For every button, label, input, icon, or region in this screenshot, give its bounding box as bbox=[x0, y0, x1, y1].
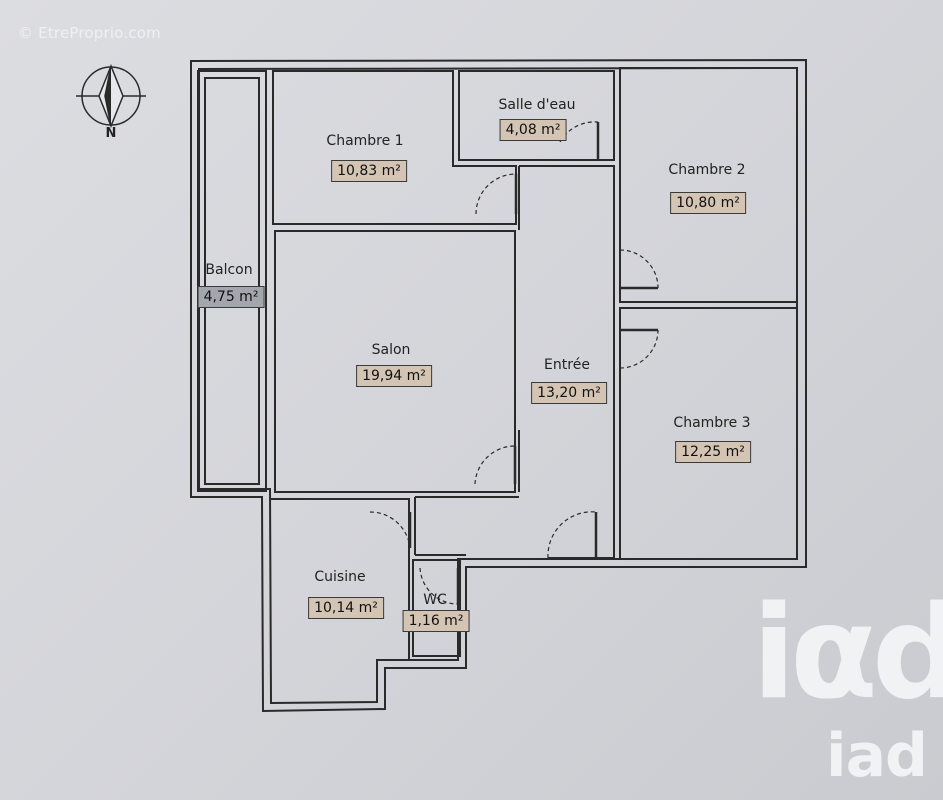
door-cuisine bbox=[369, 511, 411, 549]
watermark: © EtreProprio.com bbox=[18, 24, 161, 42]
chambre1-walls bbox=[272, 70, 517, 225]
room-area-entree: 13,20 m² bbox=[531, 382, 607, 404]
room-area-chambre1: 10,83 m² bbox=[331, 160, 407, 182]
door-chambre2 bbox=[619, 249, 659, 289]
room-area-salle-eau: 4,08 m² bbox=[499, 119, 567, 141]
room-name-wc: WC bbox=[423, 592, 447, 608]
chambre3-walls bbox=[619, 307, 798, 560]
outer-wall bbox=[190, 58, 807, 713]
door-salon bbox=[474, 445, 516, 485]
balcony-walls bbox=[197, 70, 267, 492]
door-entree bbox=[547, 511, 597, 559]
cuisine-walls bbox=[271, 498, 410, 660]
room-name-entree: Entrée bbox=[544, 357, 590, 373]
room-name-chambre3: Chambre 3 bbox=[673, 415, 751, 431]
room-name-cuisine: Cuisine bbox=[314, 569, 366, 585]
logo-wordmark: iad bbox=[826, 721, 928, 791]
room-area-chambre2: 10,80 m² bbox=[670, 192, 746, 214]
room-area-cuisine: 10,14 m² bbox=[308, 597, 384, 619]
room-area-salon: 19,94 m² bbox=[356, 365, 432, 387]
room-name-salon: Salon bbox=[371, 342, 411, 358]
room-area-chambre3: 12,25 m² bbox=[675, 441, 751, 463]
salle-eau-walls bbox=[458, 70, 615, 161]
logo-mark: iαd bbox=[752, 579, 943, 728]
room-name-balcon: Balcon bbox=[205, 262, 253, 278]
wc-walls bbox=[412, 559, 461, 657]
room-area-balcon: 4,75 m² bbox=[197, 286, 265, 308]
room-area-wc: 1,16 m² bbox=[402, 610, 470, 632]
door-wc bbox=[419, 567, 459, 605]
room-name-chambre2: Chambre 2 bbox=[668, 162, 746, 178]
salon-walls bbox=[274, 230, 516, 493]
compass-label: N bbox=[105, 126, 117, 141]
compass-icon bbox=[76, 63, 146, 129]
chambre2-walls bbox=[619, 67, 798, 303]
entree-walls bbox=[519, 165, 615, 559]
room-name-salle-eau: Salle d'eau bbox=[498, 97, 576, 113]
room-name-chambre1: Chambre 1 bbox=[326, 133, 404, 149]
door-chambre3 bbox=[619, 329, 659, 369]
door-salle-eau bbox=[559, 121, 599, 143]
door-chambre1 bbox=[475, 173, 517, 215]
